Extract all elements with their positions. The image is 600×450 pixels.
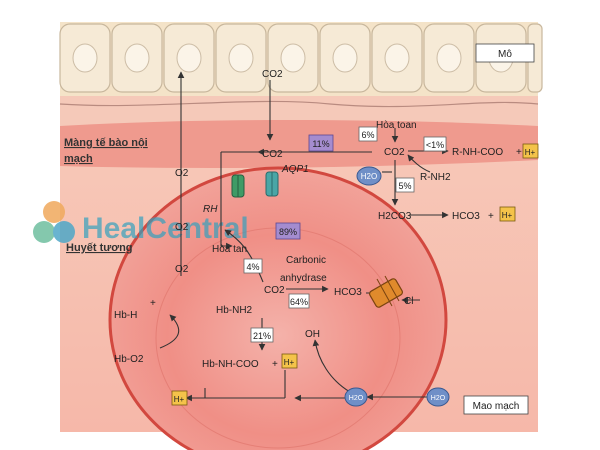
hco3-right: HCO3 — [452, 211, 480, 222]
percent-6: 6% — [361, 130, 374, 140]
percent-4: 4% — [246, 262, 259, 272]
percent-11: 11% — [312, 139, 329, 149]
percent-21: 21% — [253, 331, 271, 341]
hplus-top-right: H+ — [523, 144, 538, 158]
anhydrase-label: anhydrase — [280, 273, 327, 284]
cl-label: Cl — [404, 296, 413, 307]
h2o-rbc: H2O — [345, 388, 367, 406]
carbonic-label: Carbonic — [286, 255, 326, 266]
hplus-mid-right: H+ — [500, 207, 515, 221]
o2-mid: O2 — [175, 222, 189, 233]
tissue-layer — [60, 22, 542, 100]
tissue-label: Mô — [498, 49, 512, 60]
o2-top: O2 — [175, 168, 189, 179]
endothelium-label: Màng tế bào nội — [64, 137, 148, 149]
hbo2-label: Hb-O2 — [114, 354, 144, 365]
co2-mid: CO2 — [262, 149, 283, 160]
rnhcoo-plus: + — [516, 147, 522, 158]
svg-text:H+: H+ — [284, 358, 295, 367]
rh-channel — [232, 175, 244, 197]
h2o-left: H2O — [357, 167, 381, 185]
hbh-label: Hb-H — [114, 310, 137, 321]
watermark-text: HealCentral — [82, 212, 249, 245]
hoa-tan-rbc: Hòa tan — [212, 244, 247, 255]
o2-low: O2 — [175, 264, 189, 275]
percent-64: 64% — [290, 297, 308, 307]
hbcoo-plus: + — [272, 359, 278, 370]
hco3-plus: + — [488, 211, 494, 222]
hplus-bottom: H+ — [172, 391, 187, 405]
oh-label: OH — [305, 329, 320, 340]
h2co3-label: H2CO3 — [378, 211, 412, 222]
endothelium-label-line2: mạch — [64, 153, 93, 165]
svg-text:H+: H+ — [174, 395, 185, 404]
rnh2-label: R-NH2 — [420, 172, 451, 183]
percent-5: 5% — [398, 181, 411, 191]
svg-text:H+: H+ — [525, 148, 536, 157]
rh-label: RH — [203, 204, 218, 215]
aqp1-channel — [266, 172, 278, 196]
hplus-rbc: H+ — [282, 354, 297, 368]
h2o-right: H2O — [427, 388, 449, 406]
hco3-rbc: HCO3 — [334, 287, 362, 298]
co2-right: CO2 — [384, 147, 405, 158]
percent-89: 89% — [279, 227, 297, 237]
rnhcoo-label: R-NH-COO — [452, 147, 503, 158]
hbcoo-label: Hb-NH-COO — [202, 359, 259, 370]
hoa-tan-top: Hòa toan — [376, 120, 417, 131]
co2-top: CO2 — [262, 69, 283, 80]
svg-text:H2O: H2O — [361, 172, 377, 181]
aqp1-label: AQP1 — [281, 164, 309, 175]
capillary-label: Mao mạch — [473, 401, 520, 412]
co2-rbc: CO2 — [264, 285, 285, 296]
svg-text:H2O: H2O — [349, 395, 364, 402]
hbnh2-label: Hb-NH2 — [216, 305, 253, 316]
percent-1: <1% — [426, 140, 444, 150]
svg-text:H2O: H2O — [431, 395, 446, 402]
hb-plus: + — [150, 298, 156, 309]
svg-text:H+: H+ — [502, 211, 513, 220]
